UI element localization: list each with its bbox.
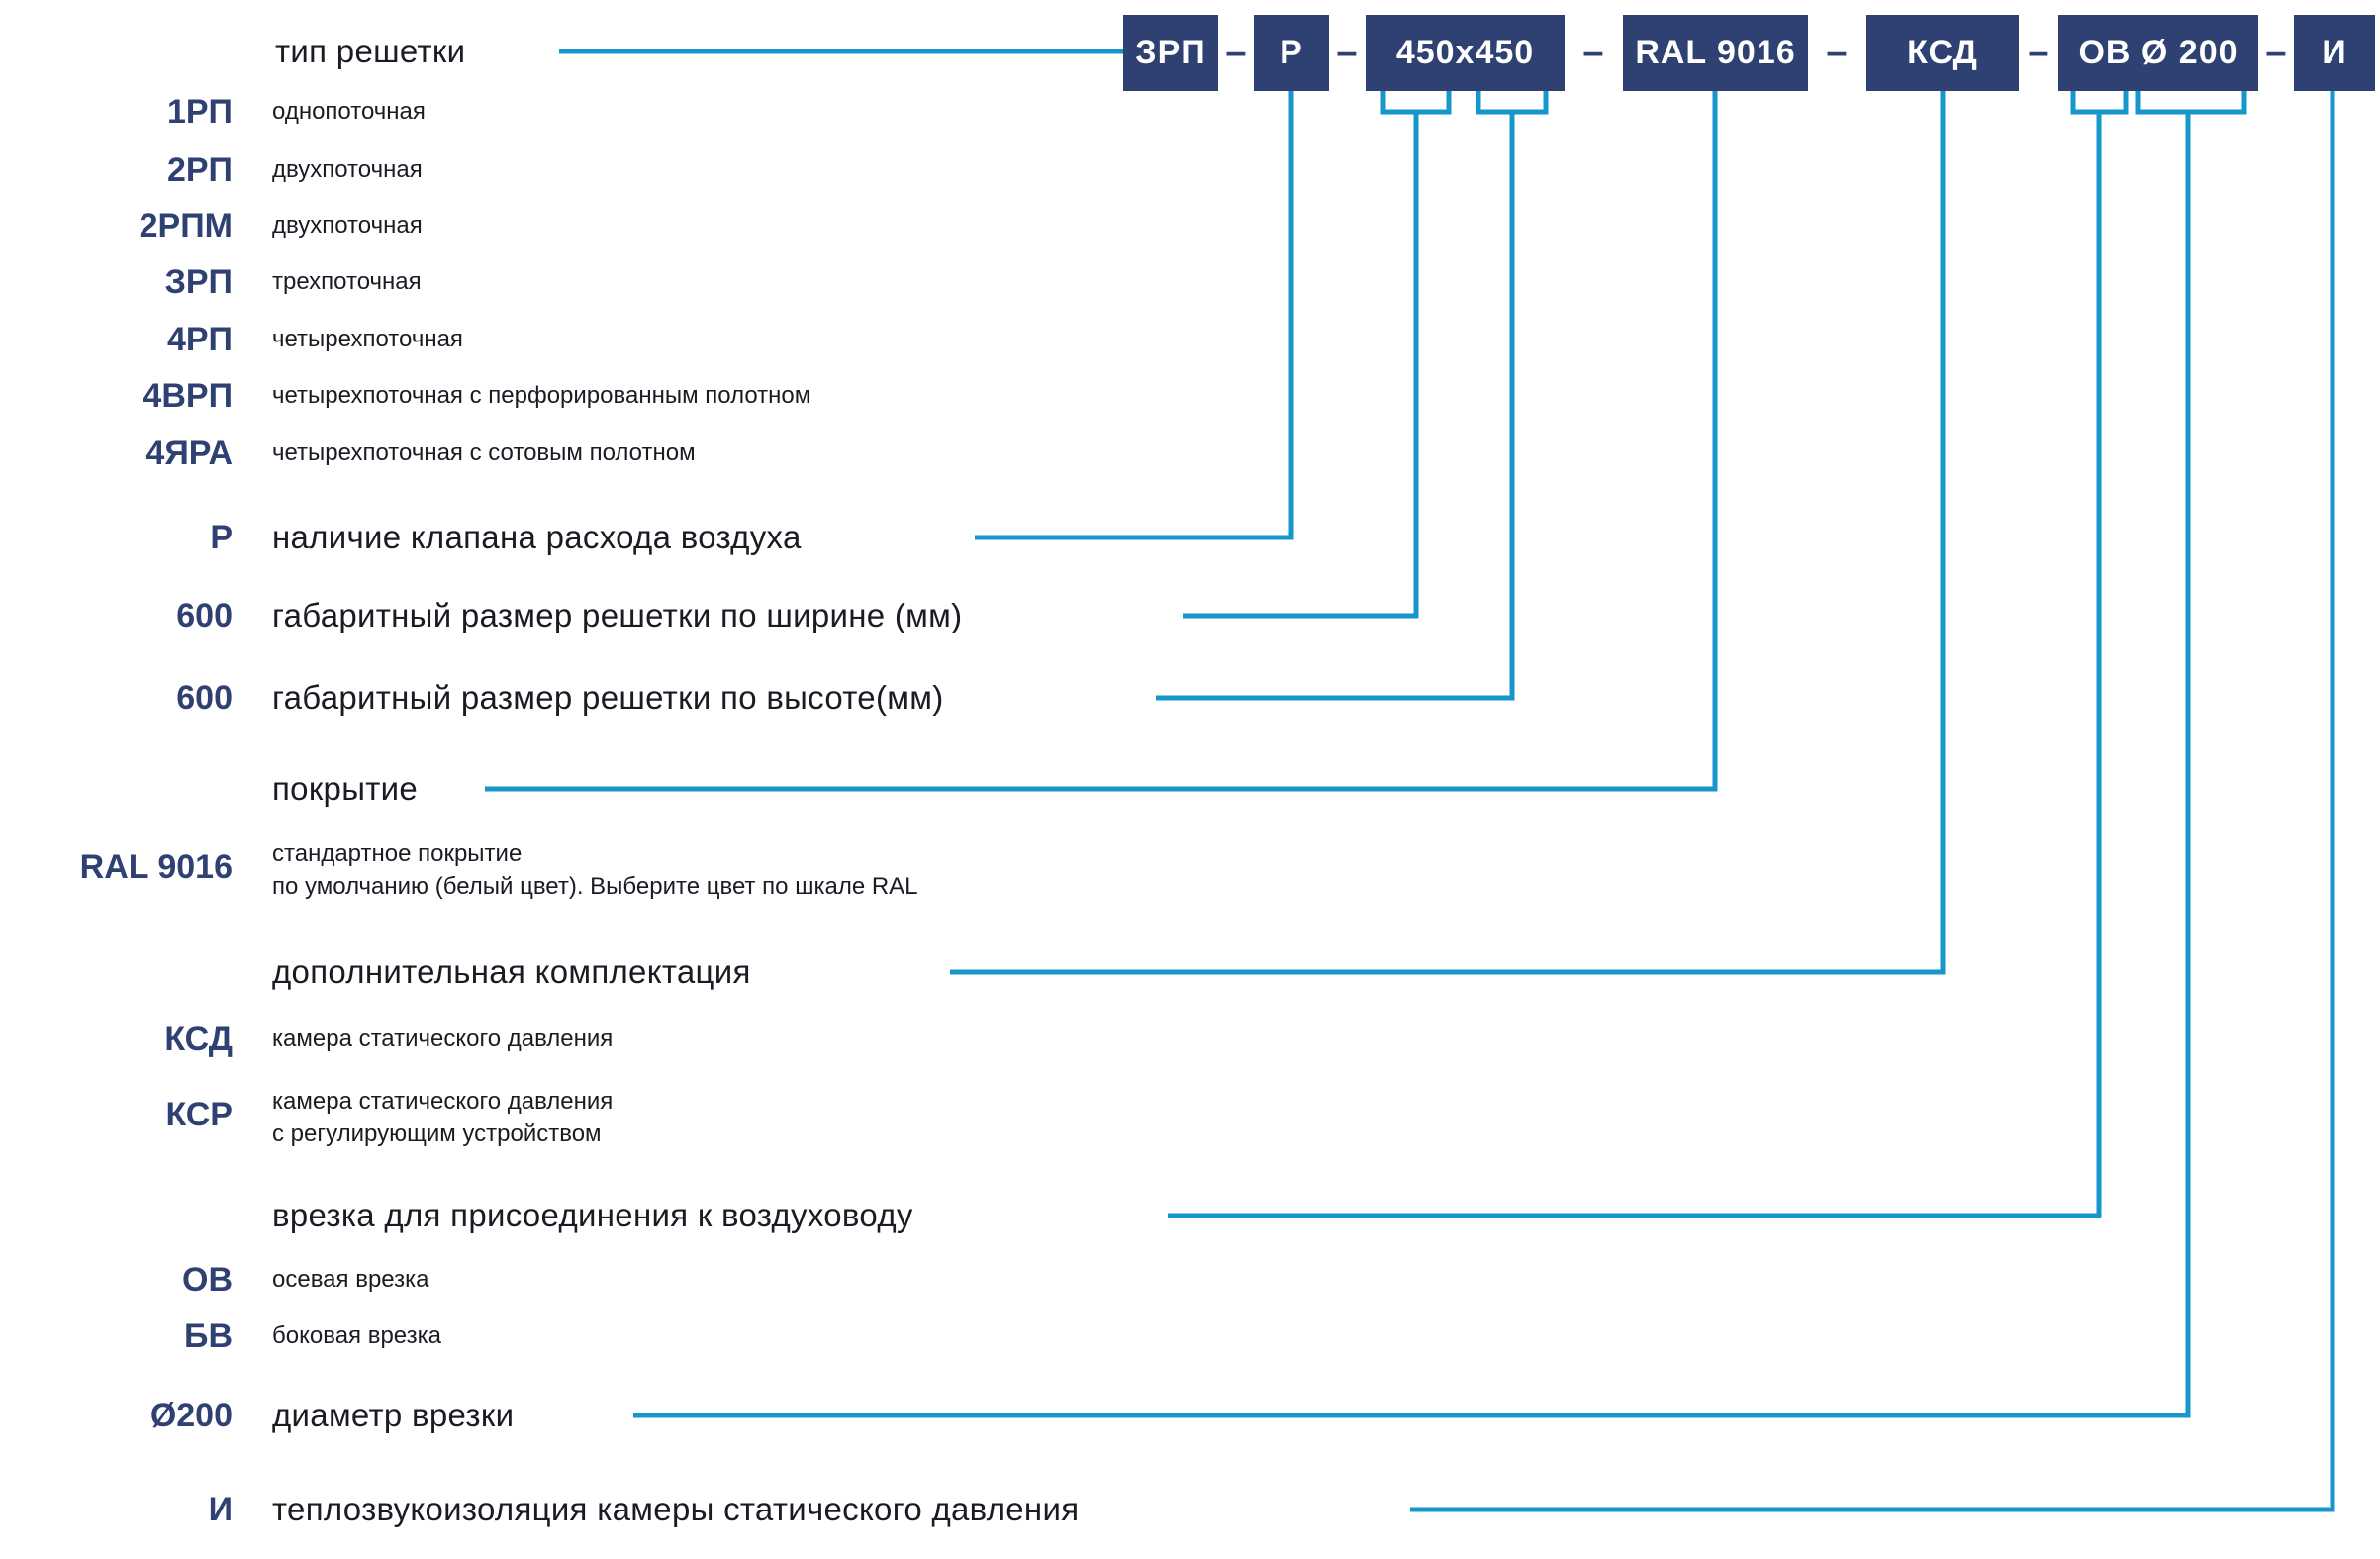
insulation-code: И: [208, 1491, 233, 1528]
code-box-extra-equipment: КСД: [1866, 15, 2019, 91]
dash-separator: –: [1225, 32, 1247, 73]
coating-desc-line1: стандартное покрытие: [272, 840, 523, 867]
grille-type-desc: двухпоточная: [272, 156, 423, 183]
insulation-desc: теплозвукоизоляция камеры статического д…: [272, 1491, 1080, 1527]
dash-separator: –: [2265, 32, 2287, 73]
dash-separator: –: [2028, 32, 2049, 73]
width-code: 600: [176, 597, 233, 634]
connector-duct: [1168, 112, 2102, 1218]
extra-equipment-desc: камера статического давления: [272, 1025, 614, 1052]
grille-type-code: 4РП: [166, 321, 233, 358]
extra-equipment-header: дополнительная комплектация: [272, 953, 751, 990]
diameter-code: Ø200: [149, 1397, 233, 1434]
valve-code: Р: [210, 519, 233, 556]
connector-width: [1183, 112, 1419, 619]
grille-type-code: 4ЯРА: [145, 435, 233, 472]
grille-type-desc: четырехпоточная с сотовым полотном: [272, 439, 696, 466]
grille-type-code: 2РПМ: [139, 207, 233, 244]
duct-desc: осевая врезка: [272, 1266, 429, 1293]
grille-type-desc: трехпоточная: [272, 268, 422, 295]
valve-desc: наличие клапана расхода воздуха: [272, 519, 802, 555]
grille-type-code: 2РП: [166, 151, 233, 189]
code-box-valve: Р: [1254, 15, 1329, 91]
code-box-coating: RAL 9016: [1623, 15, 1808, 91]
code-box-duct: ОВ Ø 200: [2058, 15, 2258, 91]
extra-equipment-desc-line2: с регулирующим устройством: [272, 1121, 602, 1147]
grille-type-code: 4ВРП: [143, 377, 233, 415]
bracket-height: [1476, 91, 1549, 115]
grille-type-code: 1РП: [166, 93, 233, 131]
diameter-desc: диаметр врезки: [272, 1397, 515, 1433]
bracket-duct: [2070, 91, 2129, 115]
connector-height: [1156, 112, 1515, 701]
code-box-size: 450х450: [1366, 15, 1565, 91]
dash-separator: –: [1336, 32, 1358, 73]
grille-type-header: тип решетки: [275, 33, 466, 69]
coating-code: RAL 9016: [79, 848, 233, 886]
dash-separator: –: [1826, 32, 1848, 73]
connector-valve: [975, 91, 1294, 540]
grille-type-desc: четырехпоточная: [272, 326, 463, 352]
bracket-diameter: [2135, 91, 2247, 115]
duct-header: врезка для присоединения к воздуховоду: [272, 1197, 913, 1233]
grille-type-desc: двухпоточная: [272, 212, 423, 239]
extra-equipment-desc-line1: камера статического давления: [272, 1088, 614, 1115]
duct-code: ОВ: [182, 1261, 233, 1299]
grille-type-desc: однопоточная: [272, 98, 426, 125]
code-box-grille-type: ЗРП: [1123, 15, 1218, 91]
dash-separator: –: [1582, 32, 1604, 73]
grille-type-code: ЗРП: [164, 263, 233, 301]
duct-desc: боковая врезка: [272, 1322, 441, 1349]
height-code: 600: [176, 679, 233, 717]
width-desc: габаритный размер решетки по ширине (мм): [272, 597, 963, 633]
extra-equipment-code: КСД: [164, 1021, 233, 1058]
coating-header: покрытие: [272, 770, 419, 807]
height-desc: габаритный размер решетки по высоте(мм): [272, 679, 944, 716]
coating-desc-line2: по умолчанию (белый цвет). Выберите цвет…: [272, 873, 918, 900]
connector-coating: [485, 91, 1718, 792]
grille-type-desc: четырехпоточная с перфорированным полотн…: [272, 382, 811, 409]
connector-insulation: [1410, 91, 2335, 1512]
duct-code: БВ: [184, 1317, 233, 1355]
connector-extra-equipment: [950, 91, 1946, 975]
extra-equipment-code: КСР: [165, 1096, 233, 1133]
code-box-insulation: И: [2294, 15, 2375, 91]
connector-diameter: [633, 112, 2191, 1418]
bracket-width: [1380, 91, 1452, 115]
